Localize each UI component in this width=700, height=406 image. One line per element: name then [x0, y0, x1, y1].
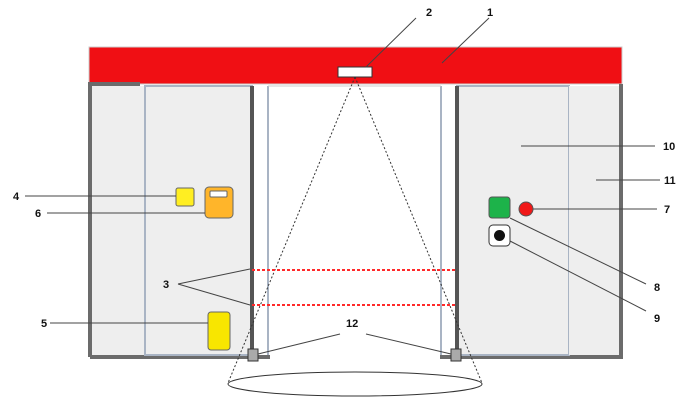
red-indicator-icon — [518, 201, 534, 217]
left-frame — [88, 82, 140, 357]
right-fixed-panel — [569, 86, 619, 355]
leader-12a — [257, 333, 341, 355]
callout-3: 3 — [163, 279, 169, 291]
callout-8: 8 — [654, 282, 660, 294]
callout-5: 5 — [41, 318, 47, 330]
key-switch-icon — [175, 187, 195, 207]
callout-6: 6 — [35, 208, 41, 220]
callout-7: 7 — [664, 204, 670, 216]
leader-3a — [177, 268, 251, 285]
callout-11: 11 — [664, 175, 676, 187]
callout-12: 12 — [346, 318, 358, 330]
floor-sensor-left-icon — [247, 348, 259, 362]
callout-2: 2 — [426, 7, 432, 19]
leader-8 — [509, 217, 647, 285]
radar-cone-right — [354, 76, 483, 384]
callout-10: 10 — [663, 141, 675, 153]
left-fixed-panel — [92, 86, 144, 355]
radar-detection-zone — [227, 371, 483, 397]
leader-9 — [509, 240, 647, 312]
radar-sensor-icon — [337, 66, 373, 78]
floor-sensor-right-icon — [450, 348, 462, 362]
green-button-icon — [488, 196, 511, 219]
leader-2 — [365, 17, 417, 68]
callout-9: 9 — [654, 313, 660, 325]
leader-lines — [25, 17, 660, 355]
callout-4: 4 — [13, 191, 20, 203]
emergency-button-icon — [207, 311, 231, 351]
left-sliding-leaf — [144, 85, 253, 356]
leader-3b — [177, 283, 251, 306]
callout-1: 1 — [487, 7, 493, 19]
radar-cone-left — [227, 76, 356, 384]
leader-1 — [441, 17, 490, 64]
black-button-icon — [494, 230, 505, 241]
right-frame — [440, 84, 623, 359]
program-selector-display — [209, 190, 228, 198]
leader-12b — [365, 333, 452, 355]
right-sliding-leaf — [456, 85, 570, 356]
